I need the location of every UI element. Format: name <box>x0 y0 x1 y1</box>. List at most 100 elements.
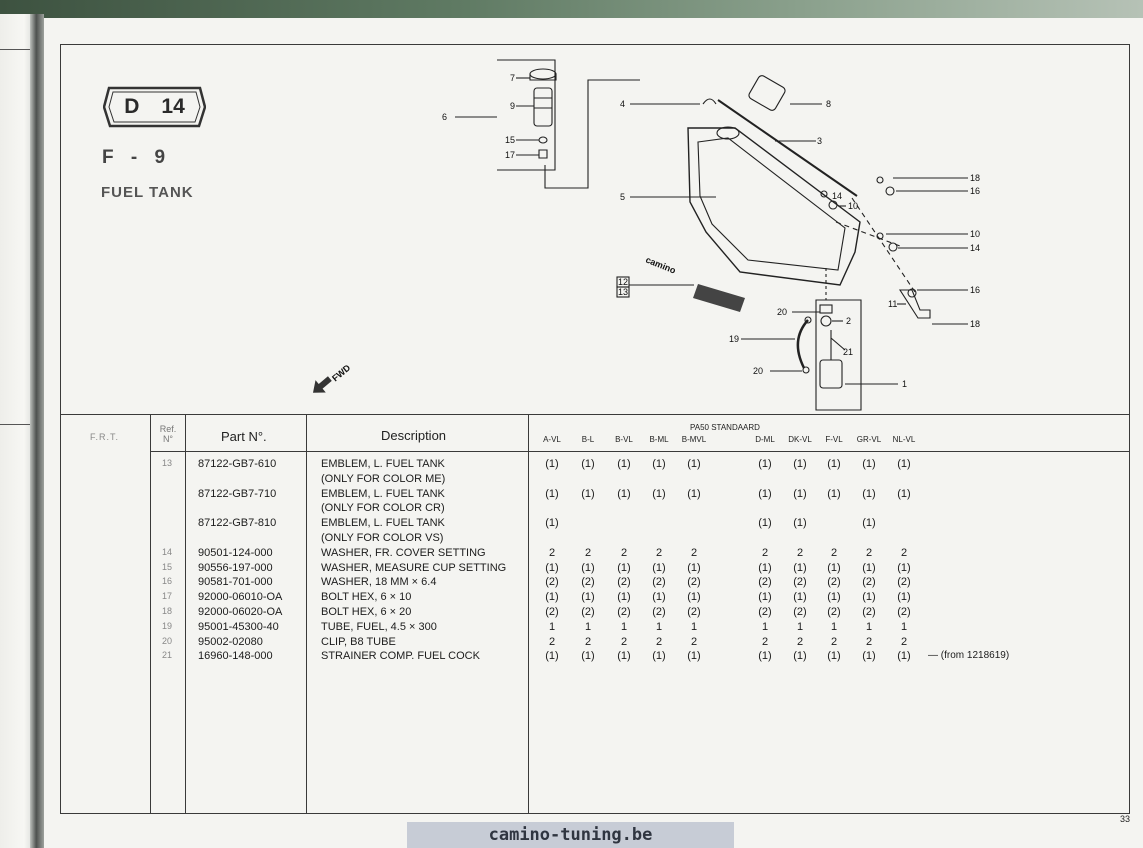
row-qty-b-l: 2 <box>584 635 592 648</box>
row-qty-d-ml: (2) <box>758 576 772 589</box>
row-qty-b-mvl: (2) <box>687 606 701 618</box>
row-qty-b-vl: (1) <box>617 650 631 663</box>
callout-9: 9 <box>510 101 515 111</box>
row-qty-b-l: 1 <box>584 620 592 633</box>
watermark-banner: camino-tuning.be <box>407 822 734 848</box>
table-row: (ONLY FOR COLOR CR) <box>0 502 1143 516</box>
callout-16b: 16 <box>970 285 980 295</box>
row-ref-number: 16 <box>161 576 172 587</box>
row-qty-b-vl: (1) <box>617 487 631 500</box>
row-qty-d-ml: (1) <box>758 487 772 500</box>
row-qty-f-vl: 1 <box>830 620 838 633</box>
row-qty-a-vl: (1) <box>545 561 559 574</box>
row-description: (ONLY FOR COLOR VS) <box>321 532 444 544</box>
col-rule-frt <box>150 414 151 814</box>
row-ref-number: 18 <box>161 606 172 616</box>
row-part-number: 90556-197-000 <box>198 561 273 574</box>
row-description: (ONLY FOR COLOR ME) <box>321 472 446 485</box>
row-qty-d-ml: 2 <box>761 546 769 559</box>
section-badge: D 14 <box>102 85 207 129</box>
row-note: — (from 1218619) <box>928 650 1010 662</box>
callout-16a: 16 <box>970 186 980 196</box>
callout-19: 19 <box>729 334 739 344</box>
row-ref-number: 20 <box>161 635 172 646</box>
row-description: EMBLEM, L. FUEL TANK <box>321 487 445 500</box>
page-frame <box>60 44 1130 814</box>
row-ref-number: 14 <box>161 546 172 557</box>
model-header-b-mvl: B-MVL <box>681 435 707 444</box>
row-qty-f-vl: 2 <box>830 635 838 648</box>
row-description: EMBLEM, L. FUEL TANK <box>321 458 445 470</box>
row-description: WASHER, MEASURE CUP SETTING <box>321 561 507 574</box>
row-qty-nl-vl: (1) <box>897 458 911 470</box>
row-qty-b-vl: 2 <box>620 546 628 559</box>
row-qty-dk-vl: (2) <box>793 576 807 589</box>
row-qty-b-mvl: (2) <box>687 576 701 589</box>
callout-18b: 18 <box>970 319 980 329</box>
badge-outline <box>102 86 207 128</box>
callout-21: 21 <box>843 347 853 357</box>
row-ref-number: 21 <box>161 650 172 661</box>
row-qty-gr-vl: 1 <box>865 620 873 633</box>
callout-15: 15 <box>505 135 515 145</box>
row-qty-dk-vl: (1) <box>793 561 807 574</box>
ref-header: Ref.N° <box>159 424 177 444</box>
row-qty-b-l: (1) <box>581 458 595 470</box>
row-part-number: 92000-06010-OA <box>198 591 283 604</box>
callout-14b: 14 <box>970 243 980 253</box>
callout-6: 6 <box>442 112 447 122</box>
frt-header: F.R.T. <box>90 432 120 442</box>
row-qty-a-vl: 2 <box>548 546 556 559</box>
book-gutter <box>30 14 44 848</box>
row-qty-b-mvl: (1) <box>687 591 701 604</box>
row-qty-b-ml: (1) <box>652 650 666 663</box>
row-qty-b-mvl: (1) <box>687 458 701 470</box>
row-qty-a-vl: (2) <box>545 576 559 589</box>
row-qty-a-vl: (1) <box>545 487 559 500</box>
callout-7: 7 <box>510 73 515 83</box>
row-qty-f-vl: (1) <box>827 591 841 604</box>
callout-10b: 10 <box>970 229 980 239</box>
model-group-header: PA50 STANDAARD <box>690 423 760 432</box>
row-qty-b-ml: (1) <box>652 561 666 574</box>
description-header: Description <box>381 428 447 443</box>
model-header-b-vl: B-VL <box>615 435 633 444</box>
row-part-number: 87122-GB7-810 <box>198 517 277 530</box>
row-qty-b-l: (2) <box>581 576 595 589</box>
callout-8: 8 <box>826 99 831 109</box>
row-description: CLIP, B8 TUBE <box>321 635 396 648</box>
row-qty-b-vl: 2 <box>620 635 628 648</box>
row-qty-f-vl: 2 <box>830 546 838 559</box>
model-header-a-vl: A-VL <box>543 435 561 444</box>
row-qty-b-l: (1) <box>581 487 595 500</box>
row-qty-dk-vl: (1) <box>793 591 807 604</box>
row-qty-b-mvl: 1 <box>690 620 698 633</box>
callout-10a: 10 <box>848 201 858 211</box>
row-qty-f-vl: (2) <box>827 606 841 618</box>
row-qty-b-ml: (1) <box>652 458 666 470</box>
row-qty-nl-vl: 2 <box>900 546 908 559</box>
scan-edge-top <box>0 0 1143 22</box>
row-qty-gr-vl: (2) <box>862 576 876 589</box>
row-qty-b-mvl: 2 <box>690 546 698 559</box>
row-qty-dk-vl: 2 <box>796 635 804 648</box>
row-qty-b-vl: (2) <box>617 606 631 618</box>
row-qty-b-ml: (1) <box>652 591 666 604</box>
row-qty-d-ml: (2) <box>758 606 772 618</box>
row-qty-nl-vl: (1) <box>897 591 911 604</box>
col-rule-desc <box>528 414 529 814</box>
row-qty-a-vl: (1) <box>545 458 559 470</box>
row-qty-b-l: 2 <box>584 546 592 559</box>
row-qty-f-vl: (1) <box>827 650 841 663</box>
row-part-number: 95002-02080 <box>198 635 263 648</box>
row-qty-b-mvl: 2 <box>690 635 698 648</box>
row-qty-b-vl: (1) <box>617 591 631 604</box>
model-header-dk-vl: DK-VL <box>788 435 812 444</box>
row-qty-b-l: (1) <box>581 591 595 604</box>
row-qty-a-vl: 1 <box>548 620 556 633</box>
